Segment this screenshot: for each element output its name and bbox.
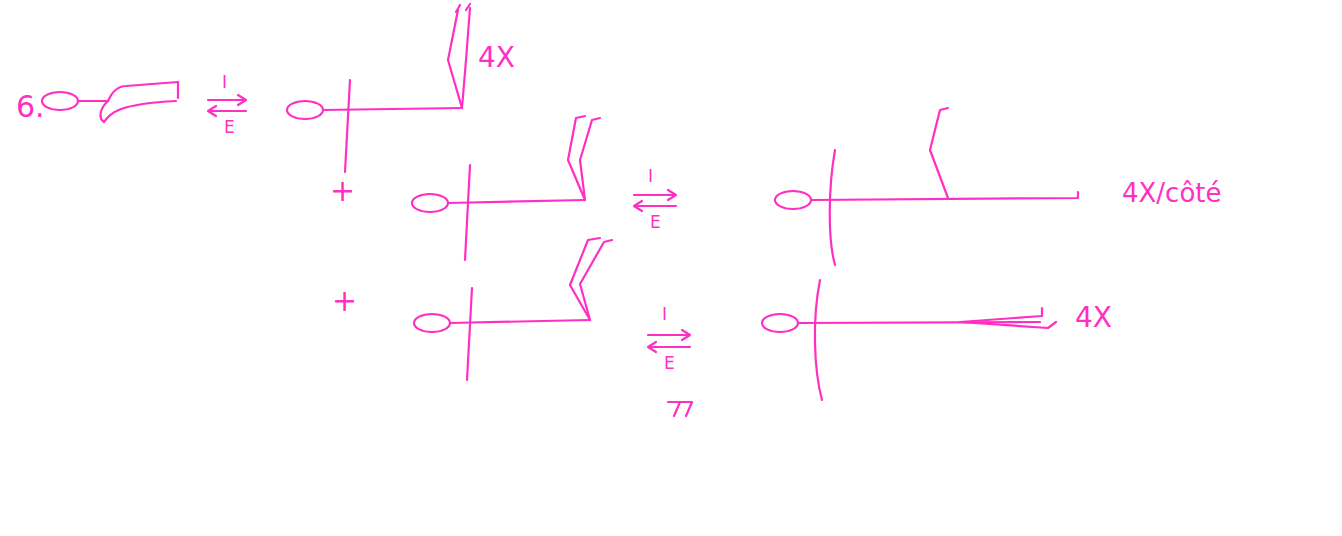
equilibrium-arrow (208, 95, 246, 116)
annotation: I (662, 306, 667, 323)
equilibrium-arrow (634, 190, 676, 211)
molecule-drawing (287, 4, 470, 172)
annotation: 4X (478, 44, 515, 72)
annotation: + (332, 286, 357, 316)
equilibrium-arrow (648, 330, 690, 352)
molecule-drawing (414, 238, 612, 380)
annotation: I (648, 168, 653, 185)
annotation: 4X (1075, 304, 1112, 332)
annotation: E (664, 355, 675, 372)
exercise-number: 6. (16, 92, 45, 122)
molecule-drawing (42, 82, 178, 122)
annotation: I (222, 74, 227, 91)
molecule-drawing (762, 280, 1056, 400)
annotation: E (224, 119, 235, 136)
annotation: + (330, 176, 355, 206)
annotation: 4X/côté (1122, 180, 1222, 206)
molecule-drawing (412, 116, 600, 260)
annotation: E (650, 214, 661, 231)
sketch-stroke (668, 402, 692, 416)
molecule-drawing (775, 108, 1078, 265)
